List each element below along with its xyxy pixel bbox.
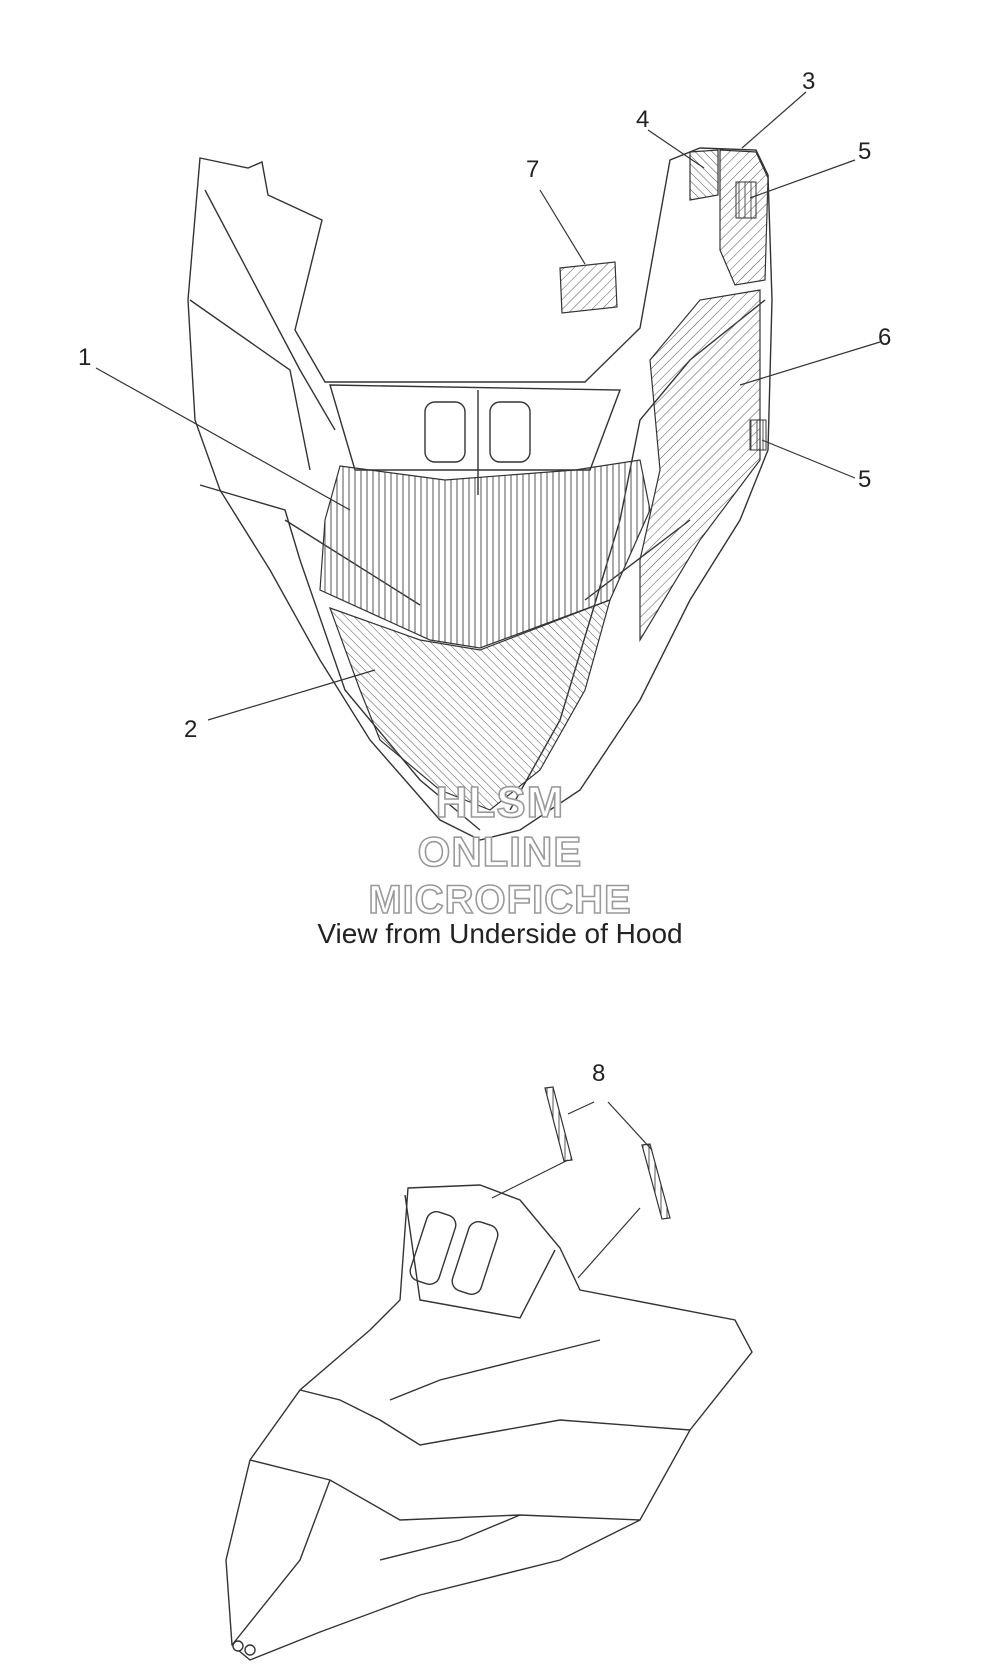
callout-7: 7 <box>526 156 540 183</box>
decal-6-side <box>639 289 761 643</box>
callout-5-lower: 5 <box>858 466 872 493</box>
watermark-line-1: HLSM <box>435 777 565 828</box>
callout-4: 4 <box>636 106 650 133</box>
vent-lower-right <box>451 1221 499 1295</box>
decal-7-rect <box>559 261 618 314</box>
callout-3: 3 <box>802 68 816 95</box>
vent-decal-5-upper <box>735 181 757 219</box>
vent-lower-left <box>409 1211 457 1285</box>
decal-2-nose <box>328 599 611 811</box>
vent-left <box>424 401 466 463</box>
hood-lower-shell <box>225 1184 753 1661</box>
callout-1: 1 <box>78 344 92 371</box>
callout-6: 6 <box>878 324 892 351</box>
decal-8-strip-right <box>641 1143 671 1220</box>
vent-right <box>489 401 531 463</box>
decal-4-block <box>689 149 719 201</box>
view-caption: View from Underside of Hood <box>317 918 683 949</box>
watermark-line-2: ONLINE <box>417 827 583 876</box>
watermark-line-3: MICROFICHE <box>368 877 632 923</box>
hood-three-quarter-view <box>225 1184 753 1661</box>
decal-8-strip-left <box>544 1086 573 1162</box>
callout-8: 8 <box>592 1060 606 1087</box>
hood-inner-tray <box>329 384 622 471</box>
vent-decal-5-lower <box>749 419 767 451</box>
callout-5-upper: 5 <box>858 138 872 165</box>
leader-lines <box>95 91 881 721</box>
leader-lines-8 <box>491 1101 653 1279</box>
callout-2: 2 <box>184 716 198 743</box>
